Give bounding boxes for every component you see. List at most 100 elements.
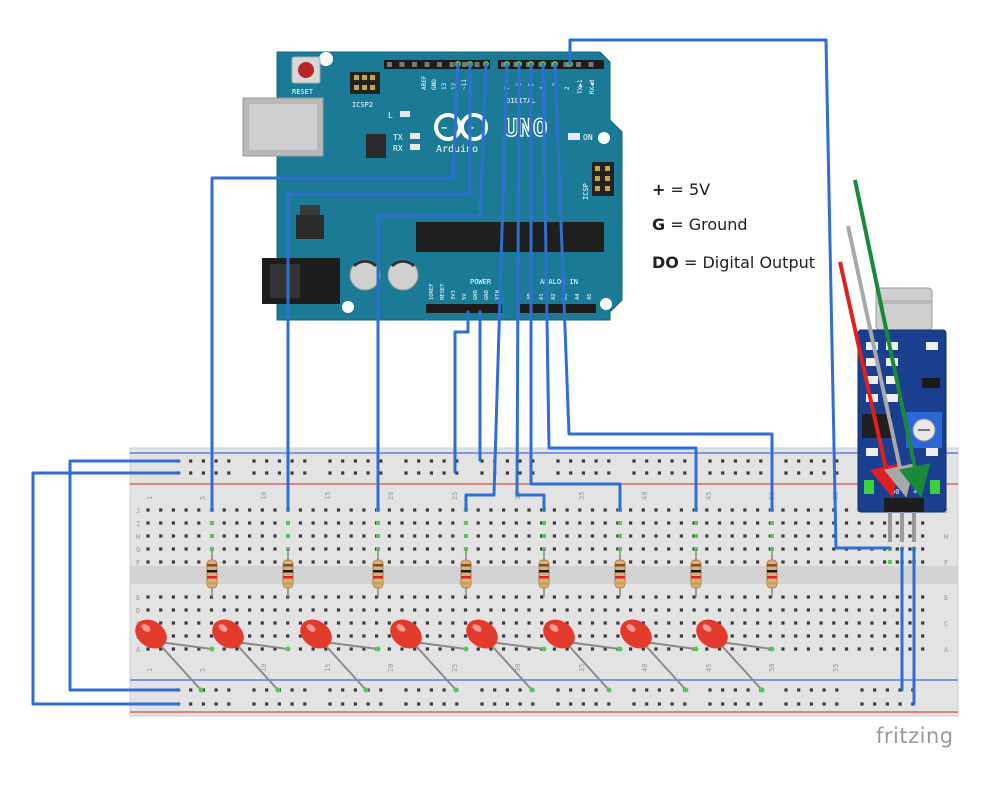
breadboard-hole <box>857 647 861 651</box>
row-letter-right: A <box>944 646 949 654</box>
breadboard-hole <box>146 595 150 599</box>
resistor-band <box>373 570 383 573</box>
reset-button-cap[interactable] <box>298 62 314 78</box>
breadboard-hole <box>895 560 899 564</box>
breadboard-hole <box>844 621 849 625</box>
icsp2-label: ICSP2 <box>352 101 373 109</box>
breadboard-hole <box>336 621 341 625</box>
rail-hole <box>746 471 750 475</box>
rail-hole <box>505 471 509 475</box>
breadboard-hole <box>667 534 671 538</box>
breadboard-hole <box>654 595 658 599</box>
led-lead-cathode <box>721 645 763 691</box>
breadboard-hole <box>832 647 836 651</box>
breadboard-hole <box>603 621 607 625</box>
breadboard-hole <box>184 508 188 512</box>
breadboard-hole <box>552 608 556 612</box>
breadboard-hole <box>451 547 455 551</box>
power-pin-label: VIN <box>495 290 501 300</box>
rail-hole <box>797 459 801 463</box>
breadboard-hole <box>197 595 201 599</box>
led-pin-dot <box>606 687 612 693</box>
breadboard-hole <box>844 595 849 599</box>
breadboard-hole <box>336 608 341 612</box>
breadboard-hole <box>425 621 429 625</box>
breadboard-hole <box>413 547 417 551</box>
breadboard-hole <box>273 621 277 625</box>
power-header <box>426 304 502 313</box>
power-label: POWER <box>470 278 492 286</box>
breadboard-hole <box>717 595 722 599</box>
breadboard-hole <box>654 534 658 538</box>
resistor-band <box>539 564 549 567</box>
led-lead-cathode <box>415 645 457 691</box>
breadboard-hole <box>578 534 582 538</box>
connected-hole <box>464 534 468 538</box>
breadboard-hole <box>159 621 163 625</box>
breadboard-hole <box>336 534 341 538</box>
rail-hole <box>632 459 636 463</box>
breadboard-hole <box>171 595 175 599</box>
breadboard-hole <box>146 534 150 538</box>
analog-pin-label: A2 <box>551 293 557 300</box>
breadboard-hole <box>349 547 353 551</box>
rail-hole <box>885 702 889 706</box>
rail-hole <box>797 702 801 706</box>
breadboard-hole <box>260 547 264 551</box>
breadboard-hole <box>463 608 468 612</box>
resistor-band <box>207 576 217 579</box>
rail-hole <box>708 459 712 463</box>
breadboard-hole <box>578 595 582 599</box>
resistor-band <box>691 564 701 567</box>
header-pin <box>588 62 594 67</box>
breadboard-hole <box>603 634 607 638</box>
sensor-pin-label: + <box>913 488 917 496</box>
column-number-bottom: 45 <box>705 664 713 672</box>
breadboard-hole <box>654 621 658 625</box>
led-lead-anode <box>158 641 213 650</box>
breadboard-hole <box>298 621 302 625</box>
resistor-band <box>461 582 471 585</box>
breadboard-hole <box>502 547 506 551</box>
breadboard-hole <box>717 508 722 512</box>
breadboard-hole <box>349 534 353 538</box>
column-number-bottom: 20 <box>387 664 395 672</box>
breadboard-hole <box>756 595 760 599</box>
breadboard-hole <box>413 608 417 612</box>
rail-hole <box>645 459 649 463</box>
breadboard-hole <box>692 621 696 625</box>
breadboard-hole <box>679 534 683 538</box>
breadboard-hole <box>641 621 645 625</box>
column-number: 35 <box>578 492 586 500</box>
rail-hole <box>670 459 674 463</box>
breadboard-hole <box>235 534 239 538</box>
breadboard-hole <box>921 634 925 638</box>
breadboard-hole <box>540 508 544 512</box>
column-number: 40 <box>641 492 649 500</box>
resistor-body <box>372 559 384 589</box>
l-label: L <box>388 111 393 120</box>
breadboard-hole <box>146 608 150 612</box>
breadboard-hole <box>248 647 252 651</box>
rail-hole <box>480 688 484 692</box>
breadboard-hole <box>794 521 798 525</box>
row-letter: J <box>136 507 140 515</box>
breadboard-hole <box>235 547 239 551</box>
breadboard-hole <box>578 634 582 638</box>
breadboard-hole <box>908 621 912 625</box>
breadboard-hole <box>794 634 798 638</box>
rail-hole <box>607 471 611 475</box>
rail-hole <box>746 702 750 706</box>
breadboard-hole <box>527 560 531 564</box>
rail-hole <box>214 702 218 706</box>
breadboard-hole <box>857 560 861 564</box>
breadboard-hole <box>451 534 455 538</box>
breadboard-hole <box>349 595 353 599</box>
breadboard-hole <box>743 521 747 525</box>
breadboard-hole <box>476 547 480 551</box>
breadboard-hole <box>870 534 874 538</box>
rail-hole <box>353 471 357 475</box>
breadboard-hole <box>641 508 645 512</box>
breadboard-hole <box>502 634 506 638</box>
breadboard-hole <box>222 647 226 651</box>
